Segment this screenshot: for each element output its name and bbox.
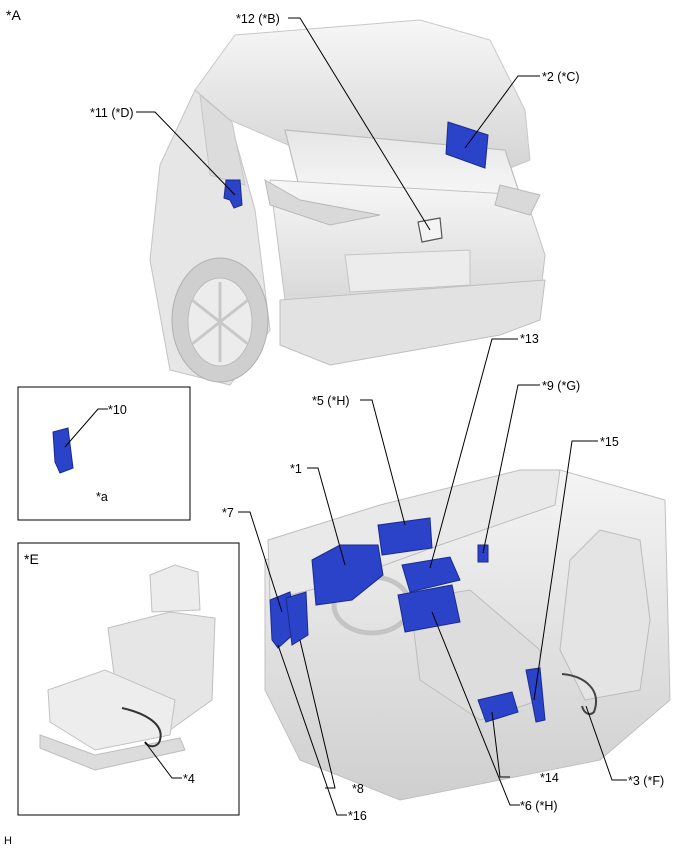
callout-12: *12 (*B) <box>236 12 280 26</box>
component-1 <box>311 544 384 606</box>
seat-cushion <box>47 669 176 751</box>
callout-15: *15 <box>600 435 619 449</box>
component-3 <box>561 673 597 715</box>
inset-e-label: *E <box>24 551 39 567</box>
callout-2: *2 (*C) <box>542 70 580 84</box>
license-plate-recess <box>344 249 471 293</box>
callout-16: *16 <box>348 809 367 823</box>
left-tail-lamp <box>264 179 381 226</box>
callout-13: *13 <box>520 332 539 346</box>
callout-1: *1 <box>290 462 302 476</box>
inset-a <box>17 386 191 521</box>
rear-bumper <box>279 279 546 366</box>
wheel-spokes <box>191 282 249 362</box>
callout-8: *8 <box>352 782 364 796</box>
callout-4: *4 <box>183 772 195 786</box>
figure-code: H <box>4 835 12 847</box>
rear-view-label: *A <box>6 7 21 23</box>
vehicle-roof <box>194 19 531 171</box>
seat-rails <box>39 734 186 771</box>
component-10 <box>52 427 74 474</box>
component-11 <box>223 179 243 209</box>
component-15 <box>525 667 546 723</box>
callout-14: *14 <box>540 771 559 785</box>
callout-11: *11 (*D) <box>90 106 134 120</box>
vehicle-rear-view <box>149 19 546 386</box>
seat-headrest <box>149 564 201 613</box>
component-13 <box>401 556 461 593</box>
leader-lines <box>136 17 627 816</box>
callout-5: *5 (*H) <box>312 394 350 408</box>
right-tail-lamp <box>494 184 541 216</box>
vehicle-side-window <box>199 93 246 186</box>
right-seat <box>559 529 651 701</box>
component-14 <box>477 691 519 723</box>
component-4 <box>121 707 162 748</box>
callout-9: *9 (*G) <box>542 379 581 393</box>
callout-10: *10 <box>108 403 127 417</box>
callout-7: *7 <box>222 506 234 520</box>
callout-3: *3 (*F) <box>628 774 665 788</box>
component-9 <box>477 544 489 563</box>
component-5 <box>377 517 433 556</box>
inset-a-caption: *a <box>96 490 108 504</box>
inset-e <box>17 542 240 816</box>
component-8 <box>285 591 309 646</box>
component-6 <box>397 584 461 633</box>
vehicle-cabin-view <box>264 469 671 801</box>
callout-6: *6 (*H) <box>520 799 558 813</box>
